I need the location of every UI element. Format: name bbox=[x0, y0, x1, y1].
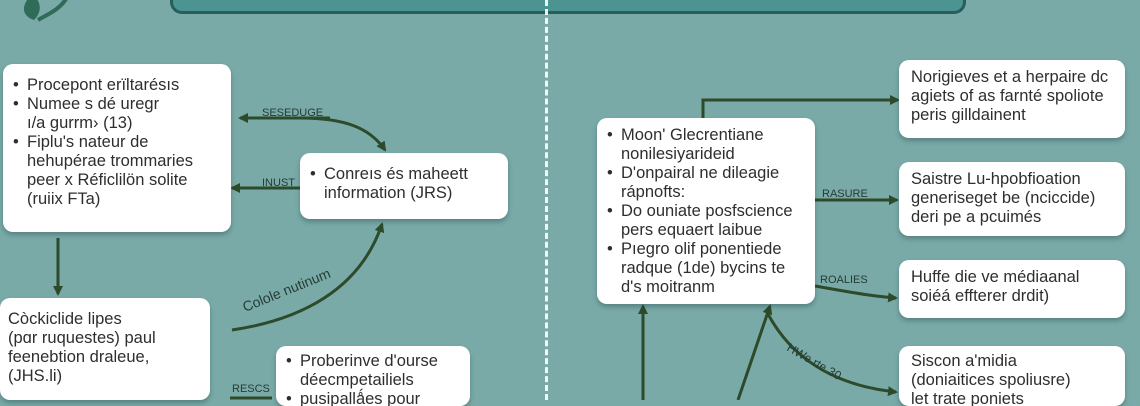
center-divider bbox=[545, 0, 548, 400]
leaf-icon bbox=[24, 0, 68, 22]
edge-r4 bbox=[766, 313, 898, 397]
edge-up2 bbox=[736, 304, 773, 400]
label-hwe: HWe rte 30 bbox=[785, 340, 845, 383]
right-center-box: Moon' Glecrentiane nonilesiyarideid D'on… bbox=[597, 118, 815, 304]
list-item: Numee s dé uregr ı/a gurrm› (13) bbox=[13, 95, 221, 133]
left-box-bottom: Còckiclide lipes (pɑr ruquestes) paul fe… bbox=[0, 298, 210, 400]
list-item: Moon' Glecrentiane nonilesiyarideid bbox=[607, 126, 805, 164]
label-rasure: RASURE bbox=[822, 188, 868, 200]
box-text: Siscon aʹmidia (doniaitices spoliusre) l… bbox=[911, 352, 1071, 406]
edge-r3 bbox=[814, 284, 898, 303]
edge-r1 bbox=[701, 95, 900, 118]
list-item: Do ouniate posfscience pers equaert laib… bbox=[607, 202, 805, 240]
list-item: Proberinve d'ourse déecmpetailiels bbox=[286, 352, 460, 390]
left-box-center: Conreıs és maheett information (JRS) bbox=[300, 153, 508, 219]
right-box-3: Huffe die ve médiaanal soiéá effterer dr… bbox=[899, 260, 1125, 318]
list-item: Conreıs és maheett information (JRS) bbox=[310, 165, 498, 203]
label-inust: INUST bbox=[262, 177, 295, 189]
list-item: D'onpairal ne dileagie rápnofts: bbox=[607, 164, 805, 202]
right-box-1: Norigieves et a herpaire dc agiets of as… bbox=[899, 60, 1125, 138]
edge-colole bbox=[231, 222, 385, 332]
box-text: Huffe die ve médiaanal soiéá effterer dr… bbox=[911, 268, 1080, 305]
label-roalies: ROALIES bbox=[820, 274, 868, 286]
right-box-4: Siscon aʹmidia (doniaitices spoliusre) l… bbox=[899, 346, 1125, 406]
right-box-2: Saistre Lu-hpobfioation generiseget be (… bbox=[899, 162, 1125, 236]
list-item: pusipallǻes pour bbox=[286, 390, 460, 406]
header-bar bbox=[170, 0, 966, 14]
label-colole: Colole nutinum bbox=[240, 265, 333, 315]
list-item: Fiplu's nateur de hehupérae trommaries p… bbox=[13, 133, 221, 209]
label-sesedge: SESEDUGE bbox=[262, 107, 323, 119]
box-text: Còckiclide lipes (pɑr ruquestes) paul fe… bbox=[8, 310, 156, 385]
left-box-top: Procepont erïltarésıs Numee s dé uregr ı… bbox=[3, 64, 231, 232]
box-text: Norigieves et a herpaire dc agiets of as… bbox=[911, 68, 1109, 124]
left-box-bottom-right: Proberinve d'ourse déecmpetailiels pusip… bbox=[276, 346, 470, 406]
label-rescs: RESCS bbox=[232, 383, 270, 395]
list-item: Procepont erïltarésıs bbox=[13, 76, 221, 95]
edge-sesedge-curve bbox=[299, 116, 387, 152]
box-text: Saistre Lu-hpobfioation generiseget be (… bbox=[911, 170, 1096, 226]
list-item: Pıegro olif ponentiede radque (1de) byci… bbox=[607, 240, 805, 297]
